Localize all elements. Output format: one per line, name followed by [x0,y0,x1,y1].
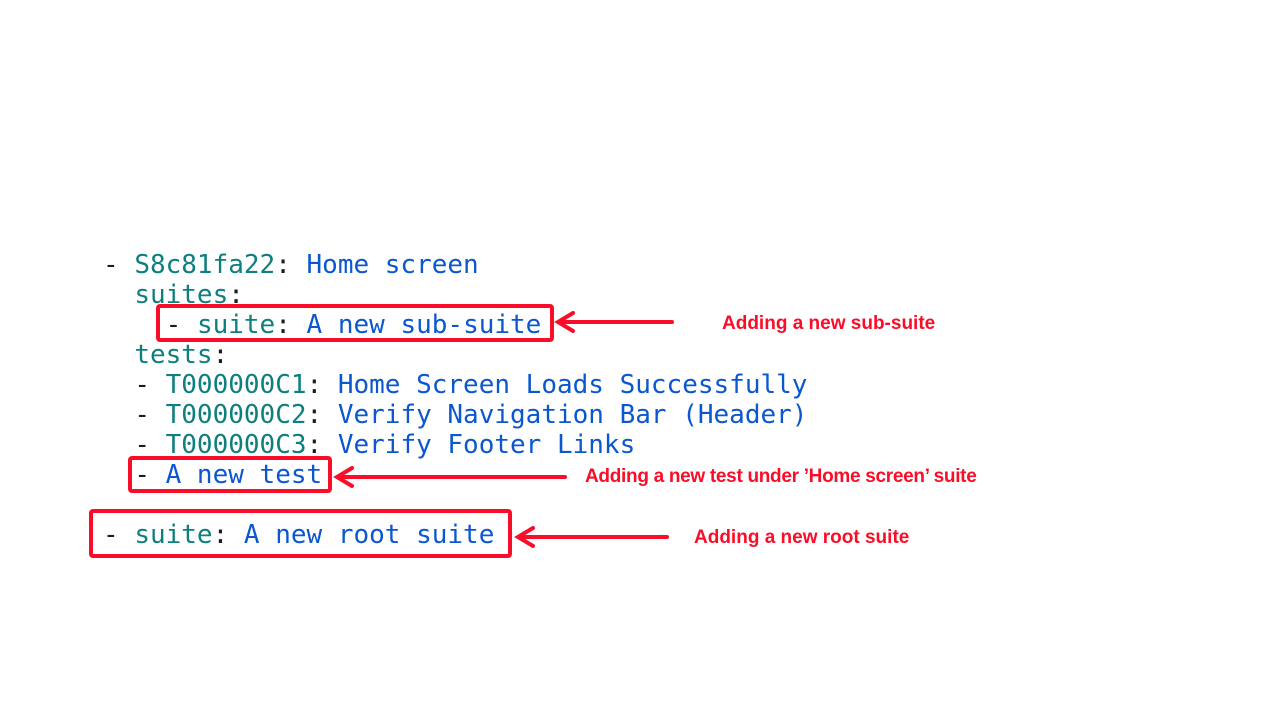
yaml-colon: : [306,430,338,460]
yaml-dash: - [134,430,166,460]
yaml-colon: : [212,520,244,550]
highlight-box-new-test [128,456,332,493]
yaml-value: Home screen [306,250,479,280]
yaml-dash: - [134,370,166,400]
yaml-key: T000000C3 [165,430,307,460]
annotation-new-sub-suite: Adding a new sub-suite [722,313,936,334]
yaml-colon: : [306,400,338,430]
code-line-new-test: - A new test [103,460,807,490]
yaml-dash: - [134,460,166,490]
highlight-box-new-sub-suite [156,304,554,342]
yaml-indent [103,340,134,370]
code-line-tests-key: tests: [103,340,807,370]
yaml-colon: : [275,250,307,280]
yaml-key: tests [134,340,213,370]
yaml-key: T000000C2 [165,400,307,430]
yaml-dash: - [103,250,135,280]
yaml-dash: - [103,520,135,550]
yaml-dash: - [165,310,197,340]
code-line-test-c3: - T000000C3: Verify Footer Links [103,430,807,460]
code-line-new-sub-suite: - suite: A new sub-suite [103,310,807,340]
yaml-colon: : [275,310,307,340]
code-line-test-c2: - T000000C2: Verify Navigation Bar (Head… [103,400,807,430]
yaml-value: A new test [165,460,323,490]
code-line-root-suite-s8c81fa22: - S8c81fa22: Home screen [103,250,807,280]
yaml-value: A new sub-suite [306,310,542,340]
yaml-indent [103,400,134,430]
yaml-indent [103,280,134,310]
yaml-indent [103,370,134,400]
yaml-value: Verify Navigation Bar (Header) [337,400,808,430]
annotation-new-root-suite: Adding a new root suite [694,527,910,548]
yaml-key: T000000C1 [165,370,307,400]
yaml-key: suite [196,310,276,340]
highlight-box-new-root-suite [89,509,512,558]
yaml-value: A new root suite [243,520,495,550]
yaml-colon: : [306,370,338,400]
yaml-value: Verify Footer Links [337,430,636,460]
yaml-colon: : [212,340,229,370]
yaml-code-block: - S8c81fa22: Home screen suites: - suite… [103,250,807,550]
yaml-dash: - [134,400,166,430]
yaml-key: suite [134,520,213,550]
code-line-new-root-suite: - suite: A new root suite [103,520,807,550]
yaml-value: Home Screen Loads Successfully [337,370,808,400]
annotation-new-test: Adding a new test under ’Home screen’ su… [585,466,977,487]
yaml-key: S8c81fa22 [134,250,276,280]
code-line-test-c1: - T000000C1: Home Screen Loads Successfu… [103,370,807,400]
yaml-colon: : [228,280,244,310]
